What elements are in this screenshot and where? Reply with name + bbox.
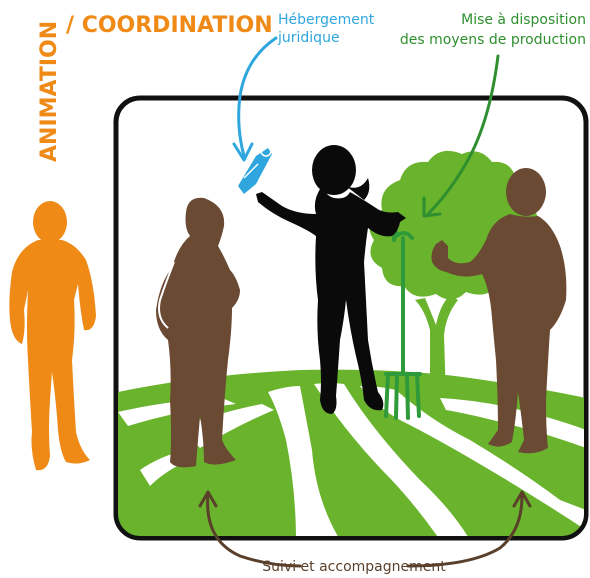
person-coordinator	[9, 201, 96, 471]
label-mise-line1: Mise à disposition	[461, 12, 586, 28]
pitchfork-icon	[384, 230, 422, 420]
arrow-moyens	[426, 54, 500, 216]
arrow-hebergement-head	[232, 142, 254, 162]
label-mise-line2: des moyens de production	[400, 32, 586, 48]
label-hebergement-line2: juridique	[277, 30, 340, 46]
label-hebergement-line1: Hébergement	[278, 12, 375, 28]
label-animation: ANIMATION	[37, 21, 62, 162]
arrow-hebergement	[237, 36, 278, 158]
arrow-suivi	[206, 492, 524, 568]
person-right	[431, 168, 567, 454]
field-furrows	[118, 383, 584, 536]
person-left	[156, 197, 240, 468]
arrow-moyens-head	[422, 196, 442, 218]
label-coordination: / COORDINATION	[66, 13, 273, 38]
arrow-suivi-left-head	[198, 490, 218, 508]
arrow-suivi-right-head	[512, 490, 532, 508]
rolled-document-icon	[238, 145, 272, 194]
person-center	[256, 145, 406, 414]
label-suivi: Suivi et accompagnement	[262, 559, 446, 575]
